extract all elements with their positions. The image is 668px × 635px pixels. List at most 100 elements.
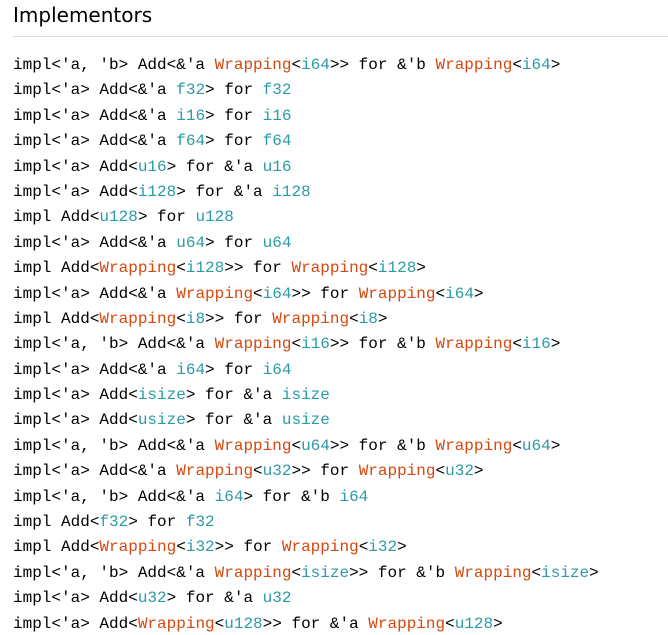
wrapping-struct-link[interactable]: Wrapping	[291, 259, 369, 278]
wrapping-struct-link[interactable]: Wrapping	[214, 563, 292, 582]
primitive-type-link[interactable]: i64	[445, 284, 474, 303]
primitive-type-link[interactable]: isize	[301, 563, 350, 582]
primitive-type-link[interactable]: f32	[176, 81, 206, 100]
primitive-type-link[interactable]: u32	[262, 462, 292, 481]
primitive-type-link[interactable]: u64	[262, 233, 292, 252]
wrapping-struct-link[interactable]: Wrapping	[214, 436, 292, 455]
primitive-type-link[interactable]: f64	[176, 132, 206, 151]
wrapping-struct-link[interactable]: Wrapping	[137, 614, 215, 633]
impl-signature[interactable]: impl<'a> Add<&'a i16> for i16	[13, 107, 291, 125]
primitive-type-link[interactable]: i128	[377, 259, 417, 278]
primitive-type-link[interactable]: i64	[301, 56, 330, 74]
primitive-type-link[interactable]: i8	[358, 309, 378, 328]
primitive-type-link[interactable]: f64	[262, 132, 292, 151]
primitive-type-link[interactable]: u32	[445, 462, 474, 481]
wrapping-struct-link[interactable]: Wrapping	[99, 538, 177, 557]
impl-signature[interactable]: impl Add<Wrapping<i8>> for Wrapping<i8>	[13, 310, 388, 328]
impl-signature[interactable]: impl<'a> Add<u16> for &'a u16	[13, 158, 291, 176]
primitive-type-link[interactable]: f32	[99, 513, 129, 532]
primitive-type-link[interactable]: i128	[272, 182, 311, 201]
wrapping-struct-link[interactable]: Wrapping	[176, 462, 254, 481]
wrapping-struct-link[interactable]: Wrapping	[99, 309, 177, 328]
primitive-type-link[interactable]: isize	[541, 563, 590, 582]
primitive-type-link[interactable]: i16	[262, 106, 292, 125]
impl-signature[interactable]: impl Add<f32> for f32	[13, 513, 215, 531]
primitive-type-link[interactable]: i64	[176, 360, 206, 379]
impl-signature[interactable]: impl<'a> Add<usize> for &'a usize	[13, 411, 330, 429]
primitive-type-link[interactable]: u16	[137, 157, 167, 176]
wrapping-struct-link[interactable]: Wrapping	[435, 436, 513, 455]
impl-signature[interactable]: impl<'a, 'b> Add<&'a Wrapping<i64>> for …	[13, 56, 560, 74]
primitive-type-link[interactable]: i16	[301, 335, 330, 354]
primitive-type-link[interactable]: u128	[454, 614, 494, 633]
primitive-type-link[interactable]: i64	[521, 56, 551, 74]
implementor-row: impl Add<u128> for u128	[13, 203, 599, 228]
primitive-type-link[interactable]: i128	[185, 259, 225, 278]
primitive-type-link[interactable]: i16	[176, 106, 206, 125]
impl-signature[interactable]: impl<'a> Add<&'a f32> for f32	[13, 81, 291, 99]
primitive-type-link[interactable]: u16	[262, 157, 292, 176]
wrapping-struct-link[interactable]: Wrapping	[435, 335, 513, 354]
code-text: >	[397, 538, 407, 557]
code-text: <	[176, 538, 186, 557]
primitive-type-link[interactable]: u64	[176, 233, 206, 252]
wrapping-struct-link[interactable]: Wrapping	[176, 284, 254, 303]
primitive-type-link[interactable]: i32	[185, 538, 215, 557]
code-text: impl<'a> Add<	[13, 157, 138, 176]
primitive-type-link[interactable]: isize	[281, 386, 330, 405]
primitive-type-link[interactable]: f32	[262, 81, 292, 100]
code-text: > for	[137, 208, 196, 227]
wrapping-struct-link[interactable]: Wrapping	[281, 538, 359, 557]
primitive-type-link[interactable]: i64	[339, 487, 369, 506]
impl-signature[interactable]: impl<'a> Add<&'a f64> for f64	[13, 132, 291, 150]
primitive-type-link[interactable]: i64	[262, 284, 292, 303]
primitive-type-link[interactable]: i64	[214, 487, 244, 506]
impl-signature[interactable]: impl Add<Wrapping<i32>> for Wrapping<i32…	[13, 538, 407, 556]
impl-signature[interactable]: impl<'a> Add<&'a i64> for i64	[13, 361, 291, 379]
primitive-type-link[interactable]: usize	[137, 411, 186, 430]
impl-signature[interactable]: impl<'a> Add<isize> for &'a isize	[13, 386, 330, 404]
primitive-type-link[interactable]: usize	[281, 411, 330, 430]
code-text: impl<'a, 'b> Add<&'a	[13, 335, 215, 354]
wrapping-struct-link[interactable]: Wrapping	[214, 335, 292, 354]
code-text: impl Add<	[13, 513, 100, 532]
wrapping-struct-link[interactable]: Wrapping	[358, 284, 436, 303]
wrapping-struct-link[interactable]: Wrapping	[435, 56, 513, 74]
code-text: impl<'a, 'b> Add<&'a	[13, 436, 215, 455]
impl-signature[interactable]: impl<'a> Add<&'a Wrapping<u32>> for Wrap…	[13, 462, 484, 480]
primitive-type-link[interactable]: u128	[195, 208, 234, 227]
code-text: <	[291, 56, 302, 74]
impl-signature[interactable]: impl Add<Wrapping<i128>> for Wrapping<i1…	[13, 259, 426, 277]
code-text: >	[550, 335, 561, 354]
impl-signature[interactable]: impl<'a> Add<i128> for &'a i128	[13, 183, 311, 201]
impl-signature[interactable]: impl<'a, 'b> Add<&'a i64> for &'b i64	[13, 488, 368, 506]
impl-signature[interactable]: impl Add<u128> for u128	[13, 208, 234, 226]
primitive-type-link[interactable]: u128	[99, 208, 138, 227]
impl-signature[interactable]: impl<'a> Add<u32> for &'a u32	[13, 589, 291, 607]
impl-signature[interactable]: impl<'a, 'b> Add<&'a Wrapping<u64>> for …	[13, 437, 560, 455]
primitive-type-link[interactable]: u32	[262, 589, 292, 608]
impl-signature[interactable]: impl<'a> Add<Wrapping<u128>> for &'a Wra…	[13, 615, 503, 633]
primitive-type-link[interactable]: i32	[368, 538, 398, 557]
wrapping-struct-link[interactable]: Wrapping	[358, 462, 436, 481]
primitive-type-link[interactable]: i64	[262, 360, 292, 379]
impl-signature[interactable]: impl<'a> Add<&'a Wrapping<i64>> for Wrap…	[13, 285, 484, 303]
wrapping-struct-link[interactable]: Wrapping	[99, 259, 177, 278]
primitive-type-link[interactable]: u64	[301, 436, 330, 455]
wrapping-struct-link[interactable]: Wrapping	[272, 309, 350, 328]
impl-signature[interactable]: impl<'a> Add<&'a u64> for u64	[13, 234, 291, 252]
wrapping-struct-link[interactable]: Wrapping	[368, 614, 446, 633]
primitive-type-link[interactable]: isize	[137, 386, 186, 405]
primitive-type-link[interactable]: u32	[137, 589, 167, 608]
primitive-type-link[interactable]: i128	[137, 182, 177, 201]
wrapping-struct-link[interactable]: Wrapping	[214, 56, 292, 74]
primitive-type-link[interactable]: i16	[521, 335, 551, 354]
primitive-type-link[interactable]: u128	[224, 614, 263, 633]
impl-signature[interactable]: impl<'a, 'b> Add<&'a Wrapping<isize>> fo…	[13, 564, 599, 582]
primitive-type-link[interactable]: f32	[185, 513, 215, 532]
primitive-type-link[interactable]: u64	[521, 436, 551, 455]
primitive-type-link[interactable]: i8	[185, 309, 206, 328]
code-text: >> for &'b	[329, 335, 436, 354]
wrapping-struct-link[interactable]: Wrapping	[454, 563, 532, 582]
impl-signature[interactable]: impl<'a, 'b> Add<&'a Wrapping<i16>> for …	[13, 335, 560, 353]
